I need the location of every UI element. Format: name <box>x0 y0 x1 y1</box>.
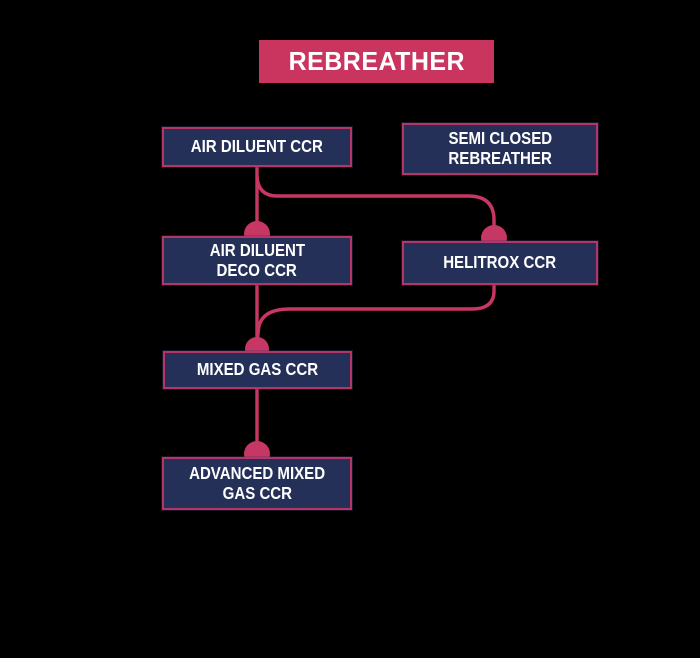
node-label: HELITROX CCR <box>443 252 557 273</box>
edge-airdiluent-to-helitrox <box>255 174 496 245</box>
node-semi-closed-rebreather: SEMI CLOSED REBREATHER <box>402 123 598 175</box>
node-label-line2: GAS CCR <box>222 482 292 503</box>
node-label: AIR DILUENT CCR <box>190 136 324 157</box>
node-helitrox-ccr: HELITROX CCR <box>402 241 598 285</box>
node-label-line2: DECO CCR <box>216 259 298 280</box>
diagram-title: REBREATHER <box>288 46 465 76</box>
edge-helitrox-to-mixedgas <box>255 283 496 346</box>
node-label-line1: SEMI CLOSED <box>448 128 552 149</box>
node-label-line1: AIR DILUENT <box>209 239 305 260</box>
node-advanced-mixed-gas-ccr: ADVANCED MIXED GAS CCR <box>162 457 352 510</box>
node-air-diluent-ccr: AIR DILUENT CCR <box>162 127 352 167</box>
node-label-line1: ADVANCED MIXED <box>188 462 326 483</box>
node-label-line2: REBREATHER <box>448 148 552 168</box>
node-label: MIXED GAS CCR <box>196 359 319 380</box>
node-air-diluent-deco-ccr: AIR DILUENT DECO CCR <box>162 236 352 285</box>
node-mixed-gas-ccr: MIXED GAS CCR <box>163 351 352 389</box>
diagram-title-banner: REBREATHER <box>259 40 494 83</box>
